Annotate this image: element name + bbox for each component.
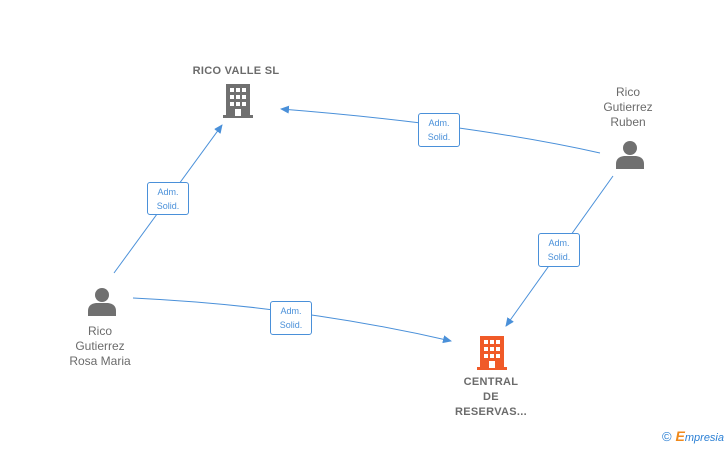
edge-label-ruben-central[interactable]: Adm.Solid. <box>538 233 580 267</box>
building-icon[interactable] <box>222 84 254 118</box>
company-central-label[interactable]: CENTRAL DE RESERVAS... <box>455 376 527 418</box>
copyright-symbol: © <box>661 429 672 444</box>
person-rosa-label[interactable]: Rico Gutierrez Rosa Maria <box>69 324 131 368</box>
building-icon[interactable] <box>476 336 508 370</box>
empresia-watermark[interactable]: ©Empresia <box>662 428 724 444</box>
brand-e: E <box>675 428 685 444</box>
edge-label-rosa-central[interactable]: Adm.Solid. <box>270 301 312 335</box>
brand-name: mpresia <box>684 432 724 444</box>
person-icon[interactable] <box>615 140 645 170</box>
person-icon[interactable] <box>87 287 117 317</box>
edge-label-rosa-rico-valle[interactable]: Adm.Solid. <box>147 182 189 215</box>
company-rico-valle-label[interactable]: RICO VALLE SL <box>192 65 280 77</box>
person-ruben-label[interactable]: Rico Gutierrez Ruben <box>603 85 653 129</box>
edge-label-ruben-rico-valle[interactable]: Adm.Solid. <box>418 113 460 147</box>
